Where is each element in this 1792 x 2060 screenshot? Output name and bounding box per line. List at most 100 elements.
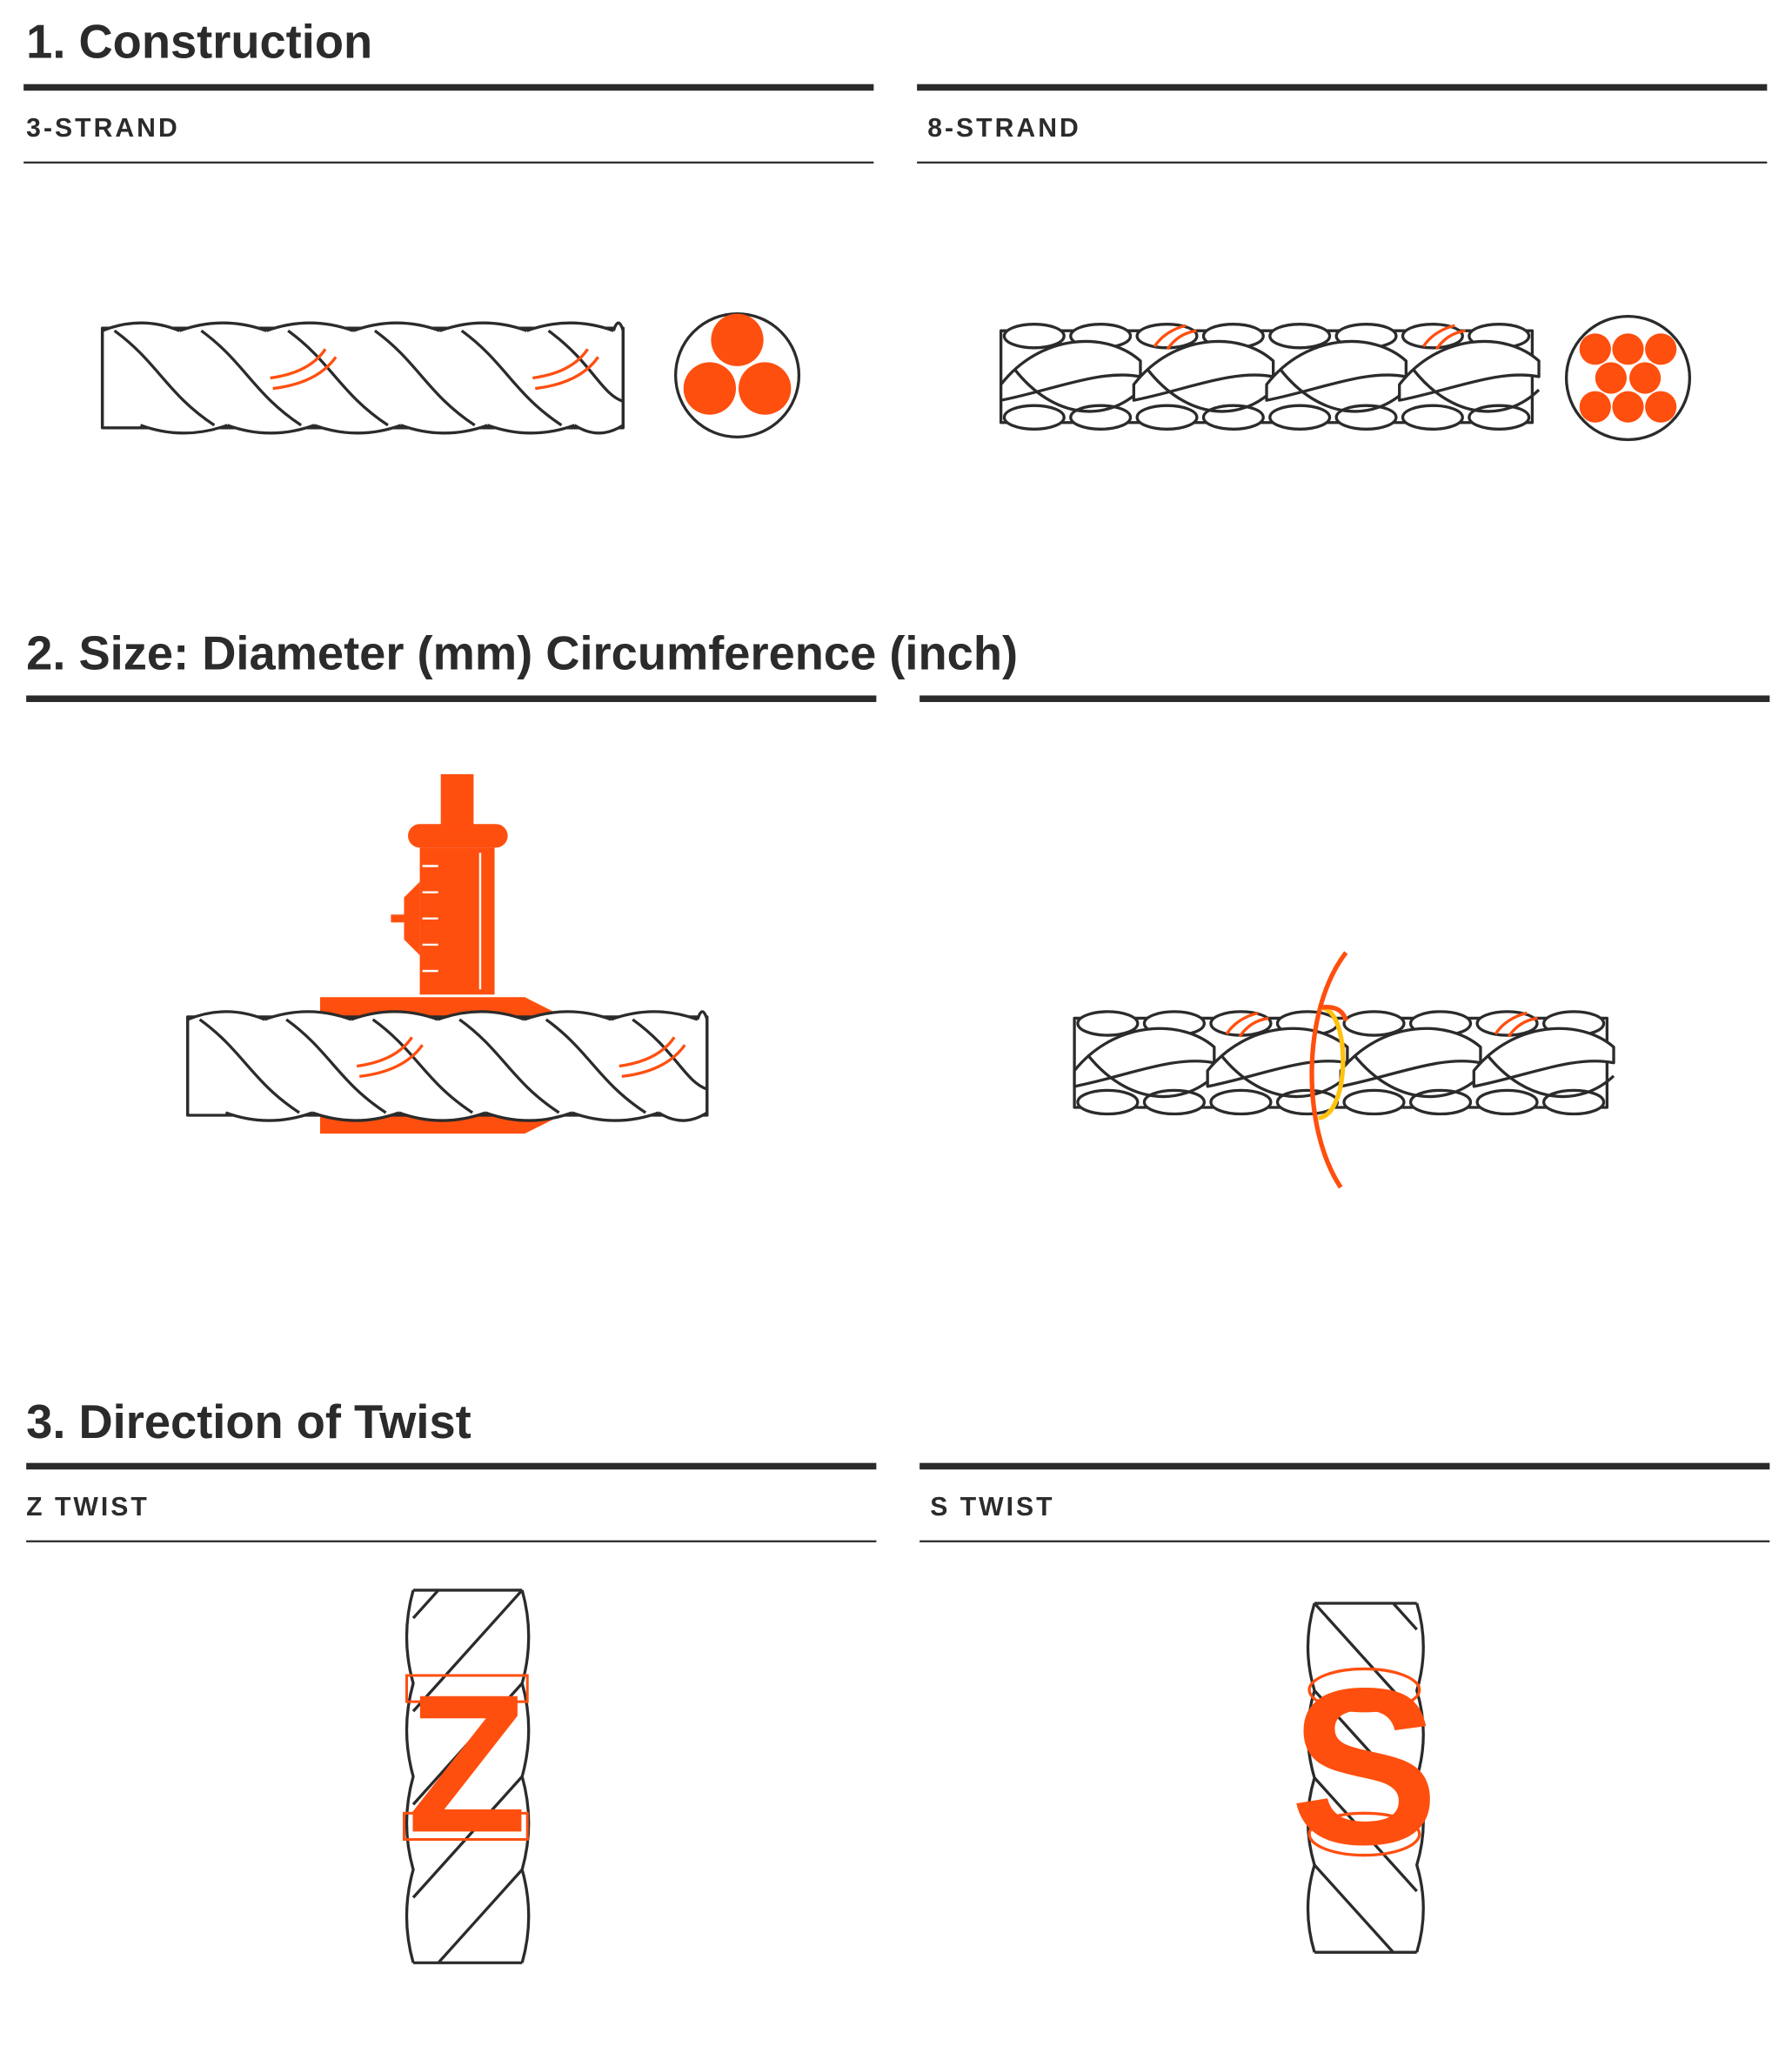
accent-line [1153,324,1187,348]
accent-line [359,1044,424,1079]
strand-line [371,1018,474,1114]
label-z-twist: Z TWIST [26,1493,150,1522]
strand-line [1392,1602,1418,1631]
braid-strand [1209,1010,1273,1037]
braid-strand [1132,339,1275,402]
strand-crest [572,1111,659,1122]
strand-line [373,329,476,427]
strand-crest [526,321,614,332]
strand-dot [1629,362,1662,394]
strand-line [198,1018,300,1114]
strand-crest [437,1010,525,1021]
braid-strand [1076,1010,1140,1037]
strand-line [632,1018,708,1091]
eight-strand-rope-measured [1073,1010,1615,1116]
s-twist-rope [1306,1602,1425,1954]
label-8-strand: 8-STRAND [927,114,1081,143]
svg-text:S: S [1290,1642,1439,1891]
braid-line [1220,1053,1349,1099]
z-twist-rope [405,1588,531,1964]
braid-line [1146,367,1274,413]
measuring-tape-icon [1309,951,1348,1189]
strand-line [545,1018,647,1114]
strand-line [460,329,563,427]
accent-line [1421,324,1455,348]
strand-crest [313,424,402,435]
s-letter-icon: S [1290,1642,1439,1891]
strand-line [113,329,216,427]
braid-line [1013,367,1142,413]
strand-dot [1579,391,1611,423]
strand-line [411,1588,524,1713]
braid-strand [1142,1088,1206,1116]
braid-strand [1002,404,1066,431]
braid-strand [1342,1010,1406,1037]
braid-strand [1541,1088,1606,1116]
strand-crest [224,1111,313,1122]
accent-line [532,348,589,380]
braid-strand [1339,1027,1482,1088]
strand-crest [352,321,441,332]
accent-line [1225,1011,1259,1035]
braid-strand [1073,1027,1216,1088]
braid-strand [1268,404,1332,431]
strand-crest [610,1010,699,1021]
strand-line [1313,1776,1418,1893]
strand-crest [265,321,354,332]
strand-line [287,329,389,427]
accent-line [621,1044,686,1079]
strand-line [200,329,303,427]
braid-strand [1265,339,1408,402]
braid-strand [1342,1088,1406,1116]
strand-crest [311,1111,400,1122]
thick-rule [26,1462,877,1470]
strand-crest [658,1111,708,1122]
braid-strand [1268,323,1332,350]
strand-dot [1645,333,1677,365]
strand-crest [400,424,489,435]
rope-edge [1414,1602,1425,1953]
accent-line [1507,1016,1538,1038]
braid-strand [1475,1088,1539,1116]
strand-dot [1612,333,1644,365]
accent-line [1238,1016,1269,1038]
strand-line [1313,1689,1418,1805]
three-strand-rope-illustration [100,321,625,435]
rope-edge [405,1589,415,1963]
strand-dot [1595,362,1627,394]
strand-line [1313,1602,1418,1718]
braid-line [1278,367,1408,413]
braid-strand [1401,404,1464,431]
thin-rule [26,1540,877,1542]
braid-strand [1209,1088,1273,1116]
three-strand-cross-section-icon [673,311,801,439]
label-s-twist: S TWIST [930,1493,1054,1522]
strand-line [458,1018,560,1114]
accent-line [619,1036,676,1068]
strand-crest [487,424,576,435]
strand-line [547,329,624,403]
thick-rule [23,84,874,91]
braid-strand [1135,404,1199,431]
braid-line [1353,1053,1482,1099]
thin-rule [23,161,874,164]
strand-line [411,1588,440,1620]
z-letter-icon: Z [402,1653,529,1873]
strand-crest [398,1111,486,1122]
braid-line [1486,1053,1615,1099]
svg-text:Z: Z [407,1653,527,1873]
section-title-size: 2. Size: Diameter (mm) Circumference (in… [26,626,1018,679]
strand-dot [1579,333,1611,365]
strand-line [437,1869,524,1964]
thick-rule [917,84,1768,91]
eight-strand-rope-illustration [999,323,1541,431]
braid-strand [1408,1088,1473,1116]
braid-strand [1472,1027,1615,1088]
thick-rule [919,695,1770,702]
eight-strand-cross-section-icon [1564,314,1692,442]
strand-crest [524,1010,612,1021]
strand-crest [573,424,625,435]
strand-line [1313,1863,1394,1954]
strand-line [285,1018,387,1114]
